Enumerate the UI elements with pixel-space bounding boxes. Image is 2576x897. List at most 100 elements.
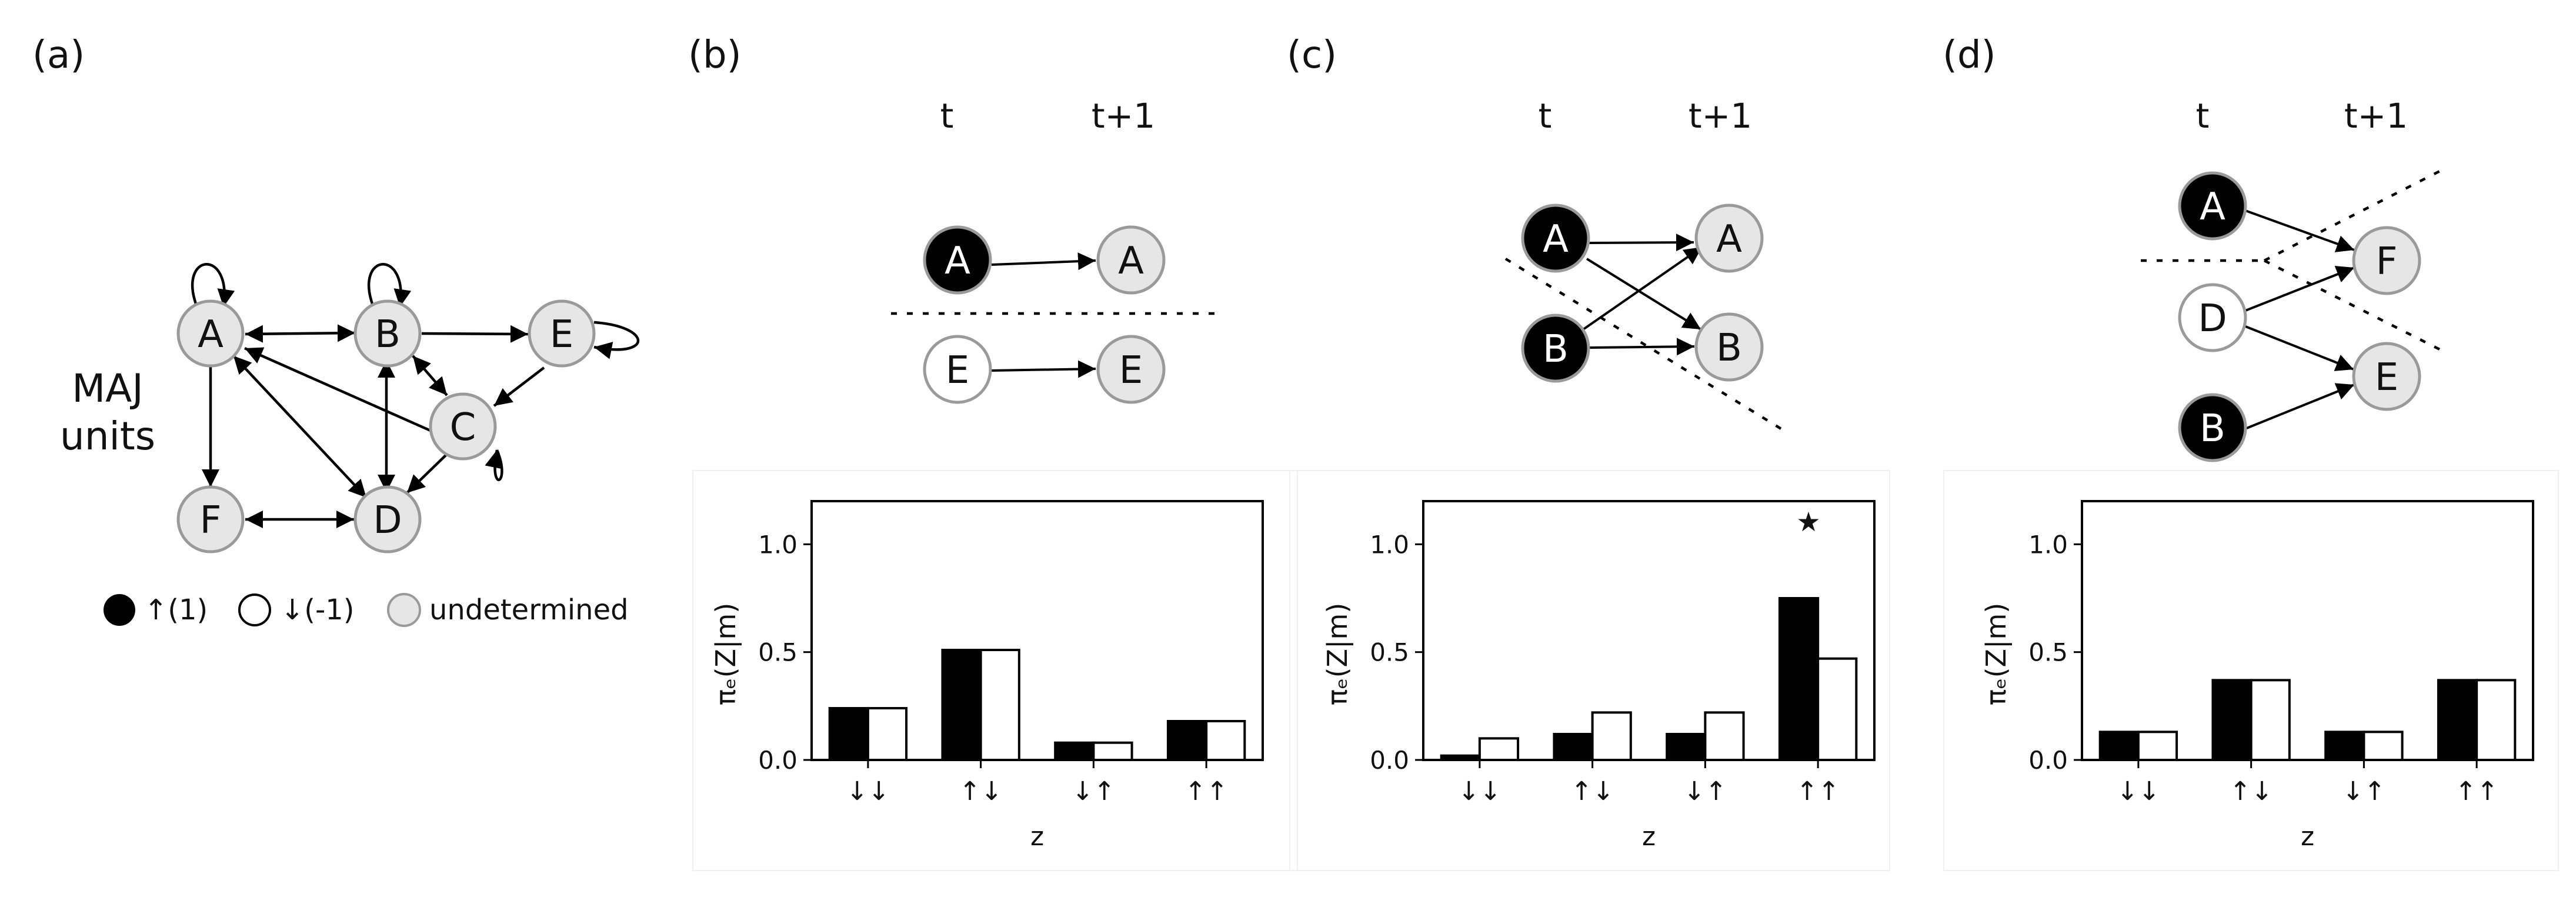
chart-c-frame [1422,500,1876,761]
chart-c-panel-frame [1289,470,1890,871]
panel-b-col-t1: t+1 [1092,96,1155,136]
panel-d-node-t-b-label: B [2200,407,2225,451]
chart-b-bar-black-3 [1166,720,1208,761]
chart-c-ytick-label-1: 0.5 [1370,638,1409,667]
panel-d-separator-down [2263,259,2448,355]
node-e: E [528,299,596,368]
panel-c: (c) t t+1 A B A B [1287,34,1783,431]
node-f: F [176,485,245,553]
chart-d-ytick-label-2: 1.0 [2028,530,2068,559]
node-f-label: F [200,499,222,542]
panel-b-col-t: t [940,96,954,136]
chart-d-xtick-label-2: ↓↑ [2343,776,2386,806]
panel-c-label: (c) [1287,34,1337,77]
chart-b-xtick-label-3: ↑↑ [1184,776,1228,806]
node-b: B [353,299,422,368]
chart-c-bar-white-0 [1478,737,1520,762]
chart-b-xlabel: z [1030,822,1044,852]
panel-b-node-t1-e-label: E [1119,349,1143,392]
panel-b: (b) t t+1 A E A E [688,34,1217,404]
panel-d-separator-up [2263,166,2448,262]
chart-c-xtick-label-2: ↓↑ [1684,776,1727,806]
node-a: A [176,299,245,368]
edge-a-b [245,324,356,343]
panel-b-node-t1-e: E [1096,335,1166,404]
node-d-label: D [373,499,402,542]
edge-d-d-f [2245,266,2355,312]
chart-c-xtick-label-3: ↑↑ [1796,776,1840,806]
chart-b-bar-black-1 [941,649,982,761]
maj-label-line1: MAJ [72,366,144,411]
chart-c-ytick-label-2: 1.0 [1370,530,1409,559]
panel-b-node-t-e: E [923,335,992,404]
panel-c-node-t1-a: A [1694,204,1764,273]
maj-label-line2: units [60,414,155,459]
chart-c-bar-black-3 [1778,597,1820,761]
edge-c-a-a [1589,234,1694,252]
panel-d-node-t-d: D [2178,283,2247,352]
significance-star: ★ [1796,506,1820,538]
panel-b-label: (b) [688,34,742,77]
chart-d-xtick-label-1: ↑↓ [2230,776,2273,806]
edge-d-a-f [2243,209,2355,252]
panel-a-label: (a) [32,34,85,77]
panel-d-node-t1-e: E [2352,342,2421,411]
panel-c-separator [1504,258,1783,431]
panel-d-node-t1-f-label: F [2376,240,2398,284]
node-c: C [429,392,497,461]
panel-c-col-t1: t+1 [1689,96,1752,136]
chart-b-bar-white-2 [1092,741,1133,761]
chart-c-bar-white-3 [1817,657,1858,761]
legend-up-marker [104,594,135,626]
chart-b-frame [810,500,1264,761]
legend-up-label: ↑(1) [144,593,208,626]
node-c-label: C [450,406,476,449]
panel-b-node-t1-a: A [1096,225,1166,295]
legend-undetermined-marker [387,593,421,627]
edge-c-a-b [1586,258,1702,331]
edge-b-a-a [991,252,1096,271]
panel-c-node-t-a: A [1521,204,1590,273]
chart-d-xtick-label-0: ↓↓ [2117,776,2160,806]
panel-c-node-t1-a-label: A [1716,218,1742,261]
panel-d-col-t1: t+1 [2344,96,2408,136]
chart-b-ytick-label-2: 1.0 [758,530,798,559]
panel-d-label: (d) [1943,34,1996,77]
panel-c-node-t-b-label: B [1543,328,1569,371]
edge-b-c [412,355,448,396]
panel-d-node-t1-f: F [2352,226,2421,295]
panel-c-node-t-b: B [1521,314,1590,383]
panel-d: (d) t t+1 A D B F E [1943,34,2448,462]
edge-c-self-loop [485,449,503,481]
edge-c-b-b [1589,338,1695,356]
node-e-label: E [550,313,573,356]
chart-d-bar-black-3 [2437,679,2478,762]
edge-e-c [493,366,545,407]
legend-down-label: ↓(-1) [281,593,355,626]
panel-c-node-t-a-label: A [1543,218,1569,261]
edge-c-b-a [1582,246,1703,331]
chart-b-xtick-label-2: ↓↑ [1072,776,1116,806]
chart-c-bar-black-1 [1553,733,1594,761]
panel-d-node-t-a: A [2178,171,2247,241]
edge-b-e-e [991,360,1096,378]
chart-b-ylabel: πₑ(Z|m) [710,603,742,706]
panel-d-node-t-a-label: A [2200,185,2225,229]
chart-c-bar-black-2 [1666,733,1707,761]
node-d: D [353,485,422,553]
chart-b-bar-black-2 [1054,741,1095,761]
chart-d-ytick-label-1: 0.5 [2028,638,2068,667]
chart-c-ylabel: πₑ(Z|m) [1322,603,1354,706]
chart-d-frame [2081,500,2534,761]
panel-d-node-t-b: B [2178,393,2247,462]
chart-b-xtick-label-0: ↓↓ [846,776,890,806]
panel-b-node-t-a: A [923,225,992,295]
chart-d-bar-white-2 [2363,731,2404,762]
chart-c-bar-white-1 [1591,711,1632,762]
chart-d-bar-white-0 [2137,731,2178,762]
chart-d-ylabel: πₑ(Z|m) [1980,603,2013,706]
panel-b-node-t-a-label: A [945,239,970,283]
